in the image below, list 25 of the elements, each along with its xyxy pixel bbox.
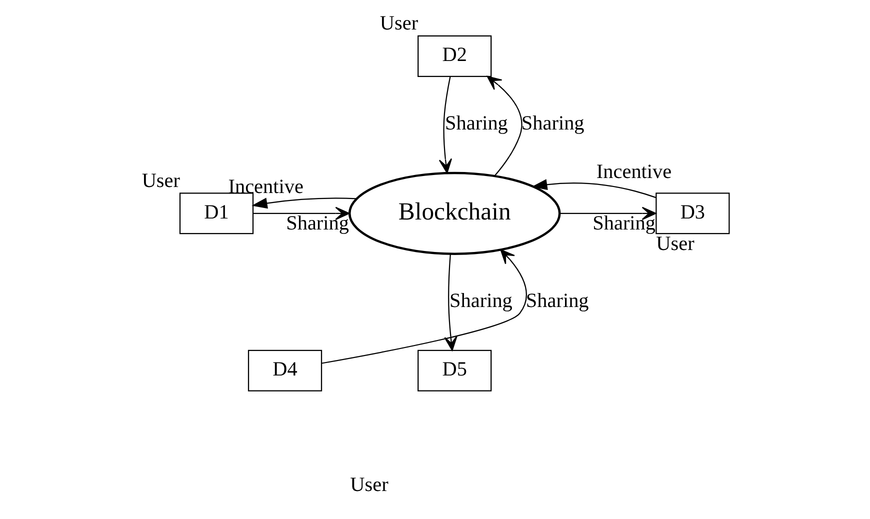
edge-label: Sharing bbox=[444, 112, 508, 134]
arrow bbox=[444, 253, 457, 350]
node-box: D4 bbox=[247, 349, 322, 391]
arrow bbox=[252, 206, 350, 220]
node-box: D5 bbox=[417, 349, 492, 391]
arrow bbox=[251, 197, 356, 208]
edge-label: Incentive bbox=[596, 160, 672, 182]
arrow bbox=[321, 248, 526, 364]
edge-label: Sharing bbox=[520, 112, 584, 134]
node-label: User bbox=[656, 232, 694, 254]
node-box: D3 bbox=[655, 192, 730, 234]
node-box: D1 bbox=[178, 192, 254, 234]
node-ellipse: Blockchain bbox=[348, 171, 560, 254]
arrow bbox=[559, 206, 656, 220]
node-label: User bbox=[379, 12, 418, 34]
edge-label: Sharing bbox=[525, 290, 588, 312]
node-label: User bbox=[141, 169, 180, 192]
node-box: D2 bbox=[417, 34, 492, 76]
arrow bbox=[438, 76, 452, 173]
edge-label: Sharing bbox=[286, 212, 348, 234]
arrow bbox=[486, 75, 522, 176]
edge-label: Sharing bbox=[449, 290, 512, 312]
label: User bbox=[350, 474, 388, 496]
arrow bbox=[531, 178, 656, 198]
edge-label: Sharing bbox=[592, 212, 656, 234]
